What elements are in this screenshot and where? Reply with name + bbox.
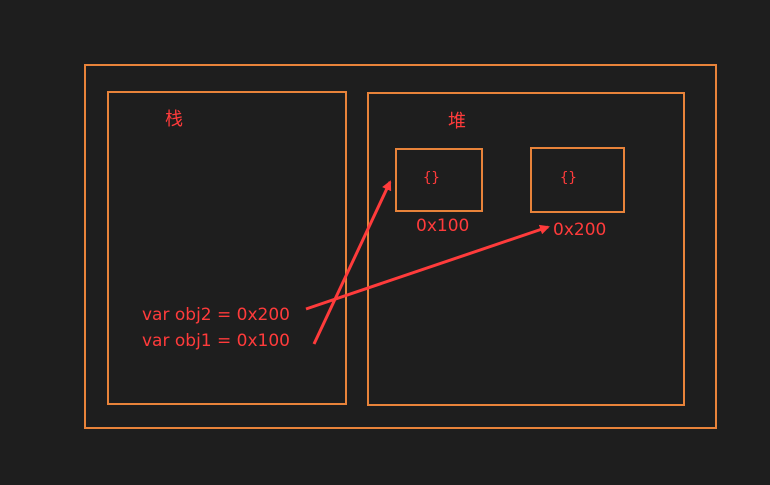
heap-box (367, 92, 685, 406)
heap-object-1-content: {} (423, 170, 440, 186)
heap-object-2-address: 0x200 (553, 220, 607, 240)
variable-obj2: var obj2 = 0x200 (142, 305, 290, 325)
heap-object-2-content: {} (560, 170, 577, 186)
heap-title: 堆 (448, 111, 466, 132)
variable-obj1: var obj1 = 0x100 (142, 331, 290, 351)
stack-box (107, 91, 347, 405)
stack-title: 栈 (165, 109, 183, 130)
heap-object-2 (530, 147, 625, 213)
memory-outer-box (84, 64, 717, 429)
heap-object-1 (395, 148, 483, 212)
heap-object-1-address: 0x100 (416, 216, 470, 236)
